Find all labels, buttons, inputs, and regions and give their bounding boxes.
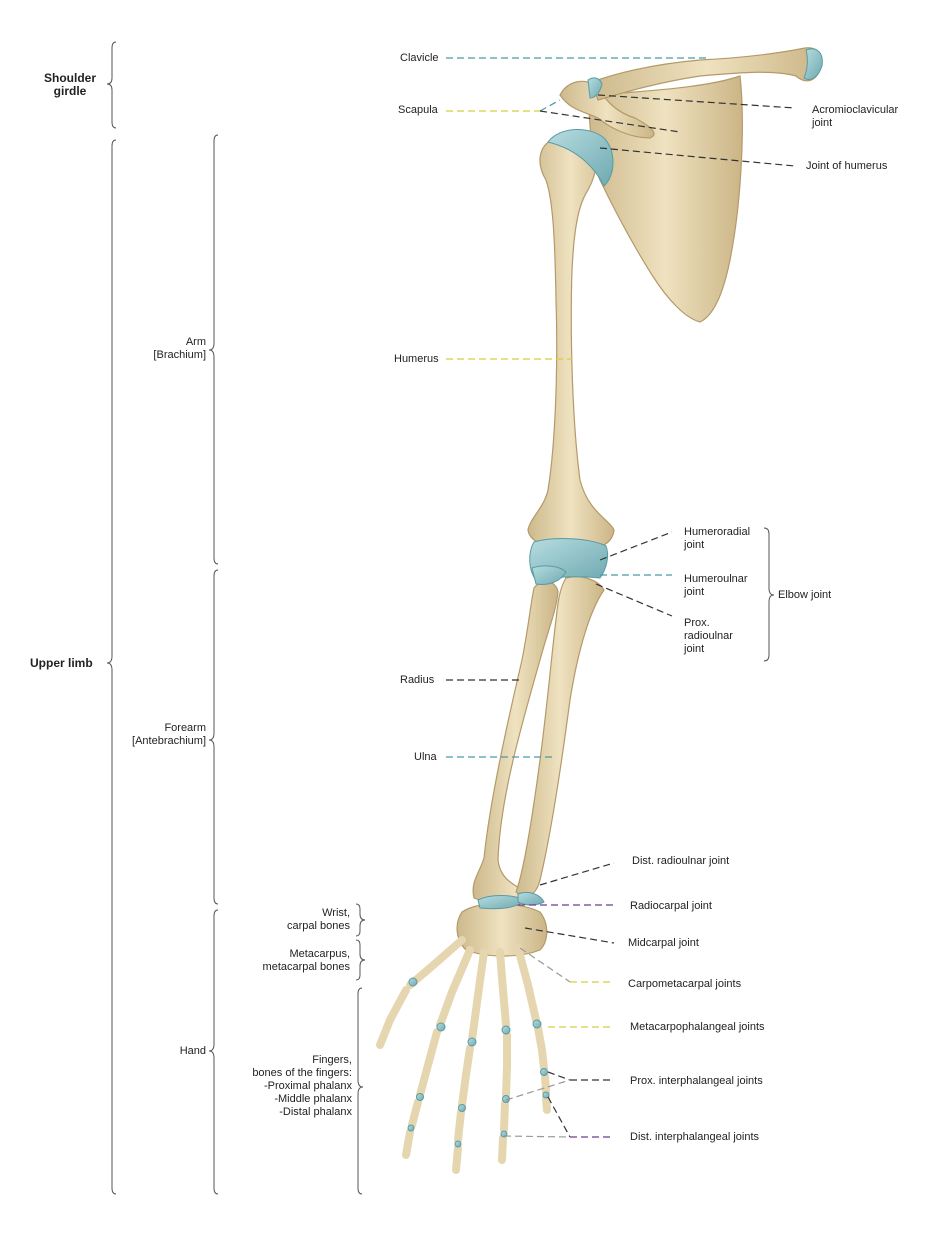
finger-bones <box>376 936 551 1174</box>
bracket-arm <box>208 134 219 565</box>
label-dist-interphalangeal-joints: Dist. interphalangeal joints <box>630 1131 760 1143</box>
bracket-metacarpus <box>355 939 366 981</box>
bracket-wrist <box>355 903 366 937</box>
humeral-head-joint <box>547 128 614 187</box>
label-clavicle: Clavicle <box>400 52 439 64</box>
leader-lines <box>446 57 796 1138</box>
acromioclavicular-joint-shape <box>587 77 603 99</box>
label-radius: Radius <box>400 674 435 686</box>
bracket-shoulder-girdle <box>106 41 117 129</box>
label-joint-of-humerus: Joint of humerus <box>806 160 888 172</box>
label-carpometacarpal-joints: Carpometacarpal joints <box>628 978 742 990</box>
region-arm: Arm[Brachium] <box>153 336 206 361</box>
bracket-forearm <box>208 569 219 905</box>
humerus-bone <box>527 133 615 551</box>
bracket-elbow <box>763 527 775 662</box>
sternoclavicular-end <box>803 48 823 80</box>
label-prox-interphalangeal-joints: Prox. interphalangeal joints <box>630 1075 763 1087</box>
label-humerus: Humerus <box>394 353 439 365</box>
label-metacarpophalangeal-joints: Metacarpophalangeal joints <box>630 1021 765 1033</box>
label-dist-radioulnar-joint: Dist. radioulnar joint <box>632 855 730 867</box>
label-scapula: Scapula <box>398 104 438 116</box>
label-elbow-joint: Elbow joint <box>778 589 832 601</box>
bracket-hand <box>208 909 219 1195</box>
label-radiocarpal-joint: Radiocarpal joint <box>630 900 712 912</box>
region-upper-limb: Upper limb <box>30 656 93 670</box>
region-forearm: Forearm[Antebrachium] <box>132 722 206 747</box>
label-ulna: Ulna <box>414 751 437 763</box>
region-metacarpus: Metacarpus,metacarpal bones <box>262 948 350 973</box>
scapula-bone <box>587 75 743 323</box>
joints <box>407 48 823 1148</box>
region-fingers: Fingers, bones of the fingers: -Proximal… <box>252 1054 352 1118</box>
humeroulnar-joint-shape <box>531 565 567 585</box>
label-midcarpal-joint: Midcarpal joint <box>628 937 699 949</box>
region-hand: Hand <box>179 1045 206 1057</box>
bracket-upper-limb <box>106 139 117 1195</box>
bracket-fingers <box>357 987 364 1195</box>
dist-radioulnar-joint-shape <box>517 891 545 906</box>
region-wrist: Wrist,carpal bones <box>287 907 350 932</box>
bones <box>456 47 822 957</box>
